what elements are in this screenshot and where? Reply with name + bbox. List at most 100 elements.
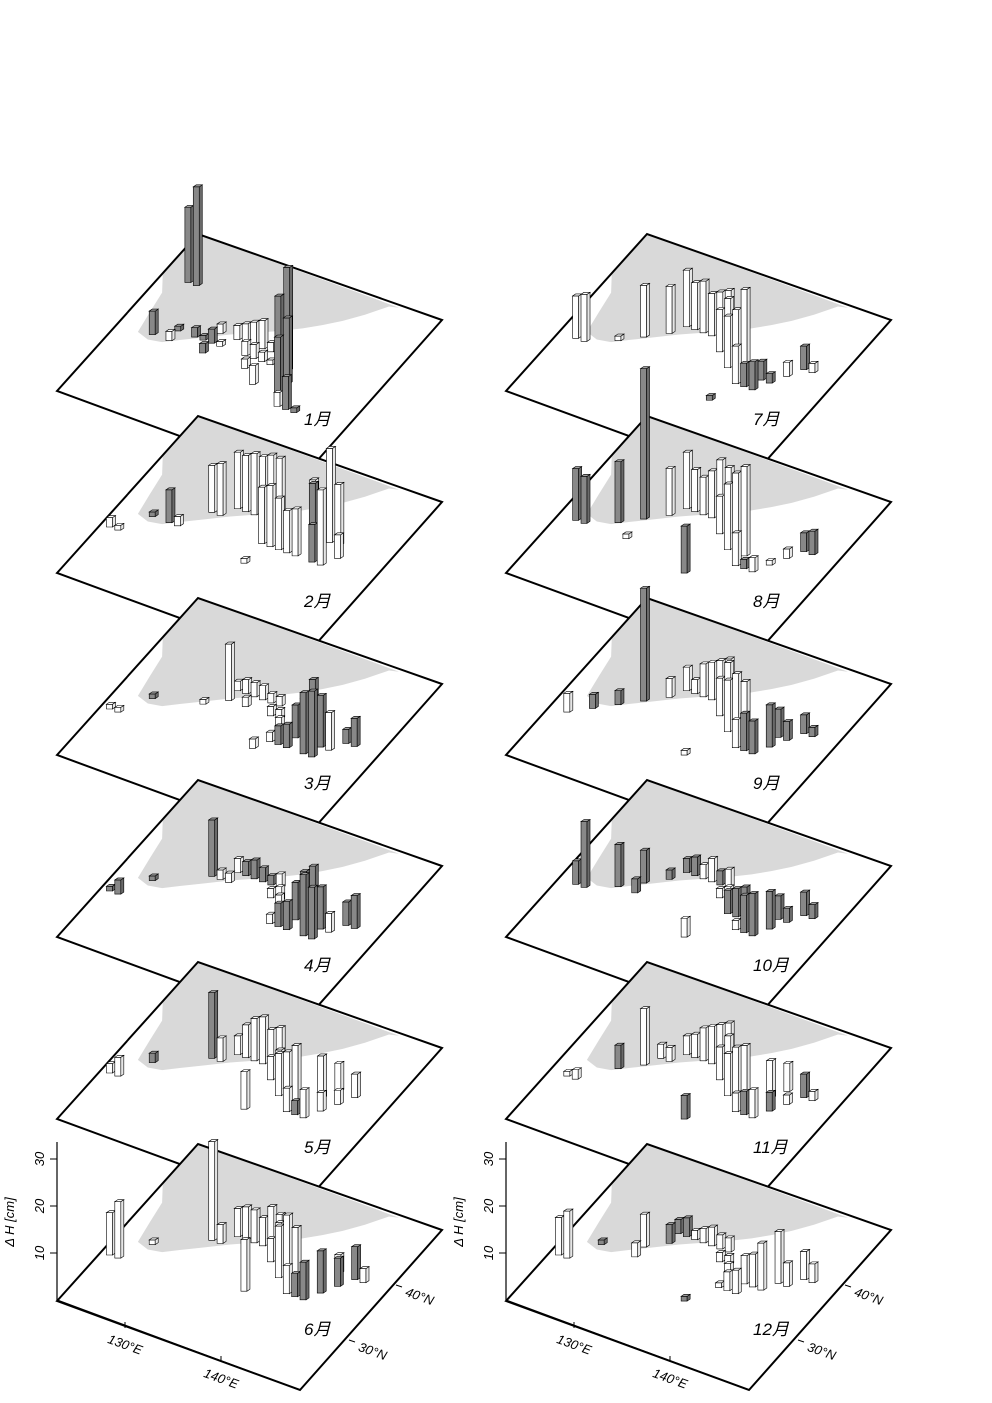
- bar-m12-12: [774, 1229, 786, 1284]
- bar-m5-22: [239, 1069, 251, 1110]
- bar-m4-19: [148, 873, 160, 882]
- bar-m2-19: [316, 487, 328, 566]
- bar-m7-23: [580, 291, 592, 342]
- bar-m4-6: [207, 817, 219, 877]
- bar-m2-17: [291, 506, 303, 557]
- bar-m6-8: [358, 1266, 370, 1284]
- z-tick-label: 20: [481, 1198, 496, 1214]
- bar-m5-17: [316, 1089, 328, 1112]
- bar-m1-10: [190, 325, 202, 338]
- bar-m10-24: [580, 818, 592, 888]
- bar-m3-3: [258, 683, 270, 701]
- panel-month-8: 8月: [504, 366, 893, 664]
- bar-m11-19: [765, 1089, 777, 1112]
- z-axis-label: Δ H [cm]: [451, 1197, 466, 1248]
- panel-month-9: 9月: [504, 585, 893, 846]
- bar-m12-26: [680, 1293, 692, 1302]
- land-mass: [137, 1144, 400, 1253]
- bar-m9-12: [782, 718, 794, 741]
- bar-m9-2: [699, 661, 711, 698]
- bar-m1-0: [183, 204, 195, 284]
- bar-m12-3: [699, 1226, 711, 1244]
- bar-m3-7: [241, 694, 253, 708]
- bar-m6-10: [216, 1222, 228, 1244]
- month-label: 12月: [753, 1320, 790, 1339]
- bar-m7-20: [739, 360, 751, 388]
- bar-m4-20: [265, 911, 277, 925]
- bar-m3-17: [316, 692, 328, 748]
- bar-m7-24: [705, 392, 717, 401]
- bar-m11-1: [690, 1031, 702, 1059]
- bar-m3-0: [233, 678, 245, 692]
- bar-m1-12: [207, 326, 219, 344]
- land-mass: [137, 598, 400, 707]
- land-mass: [586, 1144, 849, 1253]
- bar-m11-7: [799, 1071, 811, 1099]
- bar-m1-13: [215, 338, 227, 347]
- bar-m12-0: [673, 1216, 685, 1235]
- bar-m10-2: [699, 862, 711, 880]
- bar-m7-18: [613, 333, 625, 342]
- bar-m8-22: [580, 473, 592, 524]
- lat-tick-label: 30°N: [805, 1339, 838, 1363]
- panel-month-7: 7月: [504, 232, 893, 482]
- panel-month-11: 11月: [504, 960, 893, 1210]
- bar-m8-1: [690, 466, 702, 513]
- bar-m5-12: [316, 1053, 328, 1099]
- bar-m6-20: [290, 1270, 302, 1298]
- bar-m1-26: [248, 362, 260, 385]
- bar-m2-22: [173, 513, 185, 527]
- bar-m5-21: [299, 1087, 311, 1119]
- land-mass: [586, 962, 849, 1071]
- bar-m3-21: [273, 723, 285, 746]
- bar-m7-15: [740, 286, 752, 375]
- bar-m7-6: [799, 343, 811, 371]
- bar-m1-14: [240, 338, 252, 357]
- bar-m1-9: [173, 323, 185, 332]
- bar-m8-2: [699, 474, 711, 516]
- bar-m1-6: [249, 319, 261, 347]
- bar-m8-18: [731, 530, 743, 567]
- bar-m11-22: [739, 1088, 751, 1116]
- bar-m1-15: [249, 341, 261, 360]
- bar-m12-10: [715, 1249, 727, 1263]
- bar-m4-18: [324, 910, 336, 933]
- panel-month-3: 3月: [55, 596, 444, 846]
- bar-m7-22: [571, 293, 583, 339]
- bar-m9-11: [774, 706, 786, 738]
- bar-m10-18: [613, 841, 625, 888]
- bar-m11-14: [782, 1092, 794, 1105]
- land-mass: [586, 234, 849, 343]
- bar-m2-0: [233, 449, 245, 510]
- bar-m6-2: [250, 1207, 262, 1244]
- month-label: 6月: [304, 1320, 331, 1339]
- z-axis-label: Δ H [cm]: [2, 1197, 17, 1248]
- bar-m10-17: [765, 888, 777, 930]
- bar-m5-24: [113, 1054, 125, 1077]
- bar-m6-19: [282, 1262, 294, 1295]
- bar-m11-8: [807, 1088, 819, 1102]
- month-label: 9月: [753, 774, 780, 793]
- bar-m5-23: [105, 1061, 117, 1074]
- bar-m10-23: [571, 858, 583, 885]
- bar-m8-11: [782, 546, 794, 559]
- bar-m2-23: [239, 555, 251, 564]
- bar-m3-22: [282, 721, 294, 749]
- bar-m1-4: [232, 322, 244, 341]
- z-tick-label: 30: [32, 1151, 47, 1166]
- bar-m1-7: [258, 317, 269, 350]
- bar-m9-21: [748, 718, 760, 755]
- panel-month-6: 6月: [55, 1139, 444, 1392]
- bar-m4-24: [307, 884, 319, 940]
- bar-m6-9: [207, 1139, 219, 1241]
- bar-m11-18: [740, 1042, 752, 1103]
- bar-m1-28: [273, 389, 285, 407]
- lat-tick-label: 40°N: [852, 1284, 885, 1308]
- bar-m12-4: [707, 1224, 719, 1247]
- month-label: 1月: [304, 410, 331, 429]
- bar-m4-22: [282, 898, 294, 931]
- bar-m12-22: [722, 1269, 734, 1292]
- bar-m5-0: [233, 1033, 245, 1056]
- bar-m6-13: [333, 1255, 345, 1287]
- bar-m11-23: [748, 1087, 760, 1119]
